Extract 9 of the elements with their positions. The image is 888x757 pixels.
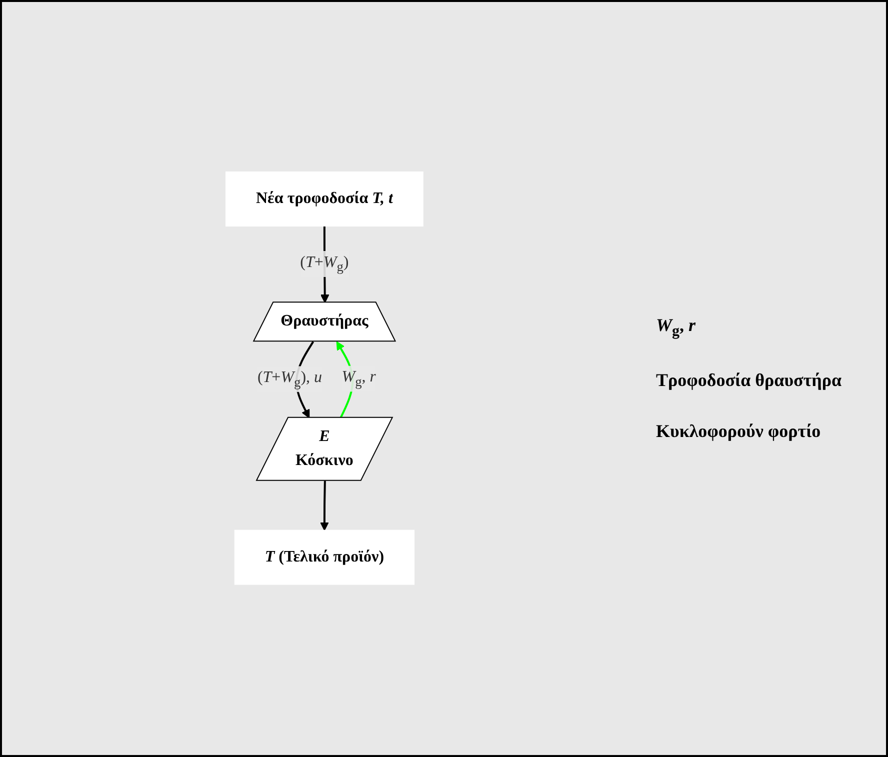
node-box: Νέα τροφοδοσία T, t	[225, 172, 423, 227]
flow-label: Κυκλοφορούν φορτίο	[656, 421, 822, 442]
edge-label: W$_{g}$, r	[341, 369, 376, 390]
flow-label: Τροφοδοσία θραυστήρα	[656, 370, 843, 392]
node-box: T (Τελικό προϊόν)	[234, 530, 414, 586]
arrow	[320, 481, 328, 532]
flow-label: W$_{g}$, r	[656, 314, 697, 340]
edge-label: (T+W$_{g}$)	[300, 254, 348, 275]
edge-label: (T+W$_{g}$), u	[256, 370, 322, 390]
